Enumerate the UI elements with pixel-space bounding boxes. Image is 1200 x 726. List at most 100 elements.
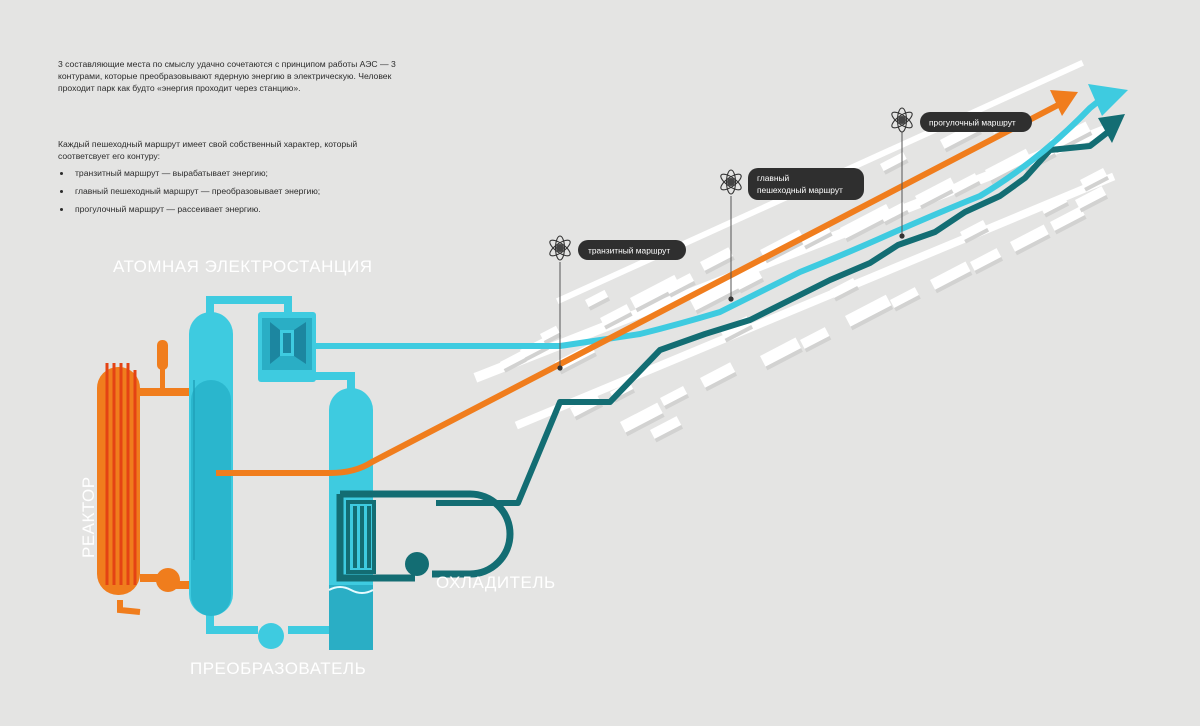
bullet-main: главный пешеходный маршрут — преобразовы… bbox=[58, 186, 320, 204]
route-bullet-list: транзитный маршрут — вырабатывает энерги… bbox=[58, 168, 320, 222]
city-block bbox=[700, 247, 734, 271]
turbine bbox=[258, 312, 316, 382]
label-cooler: ОХЛАДИТЕЛЬ bbox=[436, 573, 556, 592]
city-block-side bbox=[613, 388, 636, 403]
tag-main-line2: пешеходный маршрут bbox=[757, 185, 843, 195]
city-block-side bbox=[724, 325, 754, 343]
city-block-side bbox=[574, 403, 604, 421]
city-block-side bbox=[765, 239, 806, 264]
city-block bbox=[585, 289, 609, 308]
city-block bbox=[1010, 224, 1049, 252]
city-block-side bbox=[524, 345, 550, 362]
city-block-side bbox=[964, 227, 990, 244]
city-block-side bbox=[739, 277, 765, 294]
bullet-transit: транзитный маршрут — вырабатывает энерги… bbox=[58, 168, 320, 186]
street bbox=[514, 172, 1116, 430]
label-station: АТОМНАЯ ЭЛЕКТРОСТАНЦИЯ bbox=[113, 257, 372, 276]
city-block bbox=[620, 402, 663, 433]
city-block bbox=[760, 337, 802, 367]
route-marker-transit: транзитный маршрут bbox=[547, 235, 686, 371]
city-block bbox=[799, 327, 830, 349]
city-block-side bbox=[884, 209, 910, 226]
city-block-side bbox=[705, 372, 738, 392]
cooler bbox=[336, 490, 514, 582]
city-block-side bbox=[654, 425, 684, 443]
atom-icon bbox=[889, 107, 915, 133]
city-block bbox=[930, 261, 971, 290]
city-block bbox=[500, 350, 525, 370]
city-blocks bbox=[473, 60, 1117, 443]
city-block bbox=[1039, 193, 1068, 214]
route-walking-line bbox=[436, 129, 1110, 506]
route-marker-walking: прогулочный маршрут bbox=[889, 107, 1032, 239]
city-block-side bbox=[765, 348, 803, 371]
city-block bbox=[839, 203, 892, 239]
city-block bbox=[689, 272, 749, 311]
city-block-side bbox=[588, 296, 611, 311]
steam-generator bbox=[189, 312, 233, 616]
city-block-side bbox=[920, 187, 958, 210]
intro-paragraph-2: Каждый пешеходный маршрут имеет свой соб… bbox=[58, 139, 358, 161]
city-block-side bbox=[974, 257, 1004, 275]
city-block-side bbox=[695, 282, 751, 315]
city-block-side bbox=[503, 358, 527, 373]
condenser bbox=[328, 388, 374, 650]
city-block-side bbox=[543, 332, 562, 345]
city-block-side bbox=[845, 214, 894, 243]
city-block bbox=[830, 277, 858, 298]
city-block bbox=[600, 304, 631, 326]
reactor bbox=[97, 340, 168, 615]
city-block bbox=[960, 219, 988, 240]
city-block bbox=[660, 385, 688, 406]
city-block bbox=[665, 273, 694, 294]
secondary-loop-pipe bbox=[206, 296, 292, 316]
city-block-side bbox=[834, 285, 860, 302]
city-block-side bbox=[625, 413, 665, 437]
city-block bbox=[630, 274, 680, 309]
label-converter: ПРЕОБРАЗОВАТЕЛЬ bbox=[190, 659, 366, 678]
city-block-side bbox=[669, 281, 696, 298]
city-block bbox=[1075, 186, 1107, 209]
city-block-side bbox=[1044, 201, 1070, 218]
city-block bbox=[880, 201, 908, 222]
route-marker-main: главный пешеходный маршрут bbox=[718, 168, 864, 302]
city-block-side bbox=[1084, 175, 1110, 192]
secondary-pump bbox=[258, 623, 284, 649]
label-reactor: РЕАКТОР bbox=[79, 476, 98, 558]
city-block bbox=[700, 362, 736, 388]
city-block bbox=[985, 148, 1032, 181]
city-block-side bbox=[1079, 195, 1109, 213]
city-block bbox=[970, 248, 1002, 271]
city-block bbox=[880, 151, 907, 172]
city-block-side bbox=[1054, 215, 1087, 235]
city-block-side bbox=[935, 271, 973, 294]
tag-main-line1: главный bbox=[757, 173, 790, 183]
city-block-side bbox=[954, 181, 981, 198]
city-block bbox=[950, 173, 979, 194]
city-block bbox=[890, 287, 919, 308]
cooler-pump bbox=[405, 552, 429, 576]
city-block-side bbox=[1015, 234, 1051, 256]
primary-pump bbox=[156, 568, 180, 592]
bullet-walking: прогулочный маршрут — рассеивает энергию… bbox=[58, 204, 320, 222]
city-block bbox=[1079, 167, 1108, 188]
route-main-line bbox=[316, 97, 1102, 349]
city-block-side bbox=[850, 305, 894, 331]
city-block-side bbox=[664, 393, 690, 410]
city-block-side bbox=[944, 130, 982, 153]
city-block-side bbox=[604, 312, 633, 330]
city-block-side bbox=[804, 232, 833, 250]
tag-transit: транзитный маршрут bbox=[588, 246, 670, 256]
city-block bbox=[1050, 121, 1091, 150]
city-block-side bbox=[804, 335, 832, 353]
city-block bbox=[540, 325, 560, 342]
city-block bbox=[1050, 206, 1085, 231]
route-transit-line bbox=[216, 101, 1062, 476]
city-block bbox=[915, 177, 956, 206]
city-block bbox=[735, 269, 763, 290]
city-block bbox=[845, 294, 892, 327]
city-block-side bbox=[894, 295, 921, 312]
city-block-side bbox=[704, 256, 735, 275]
atom-icon bbox=[547, 235, 573, 261]
